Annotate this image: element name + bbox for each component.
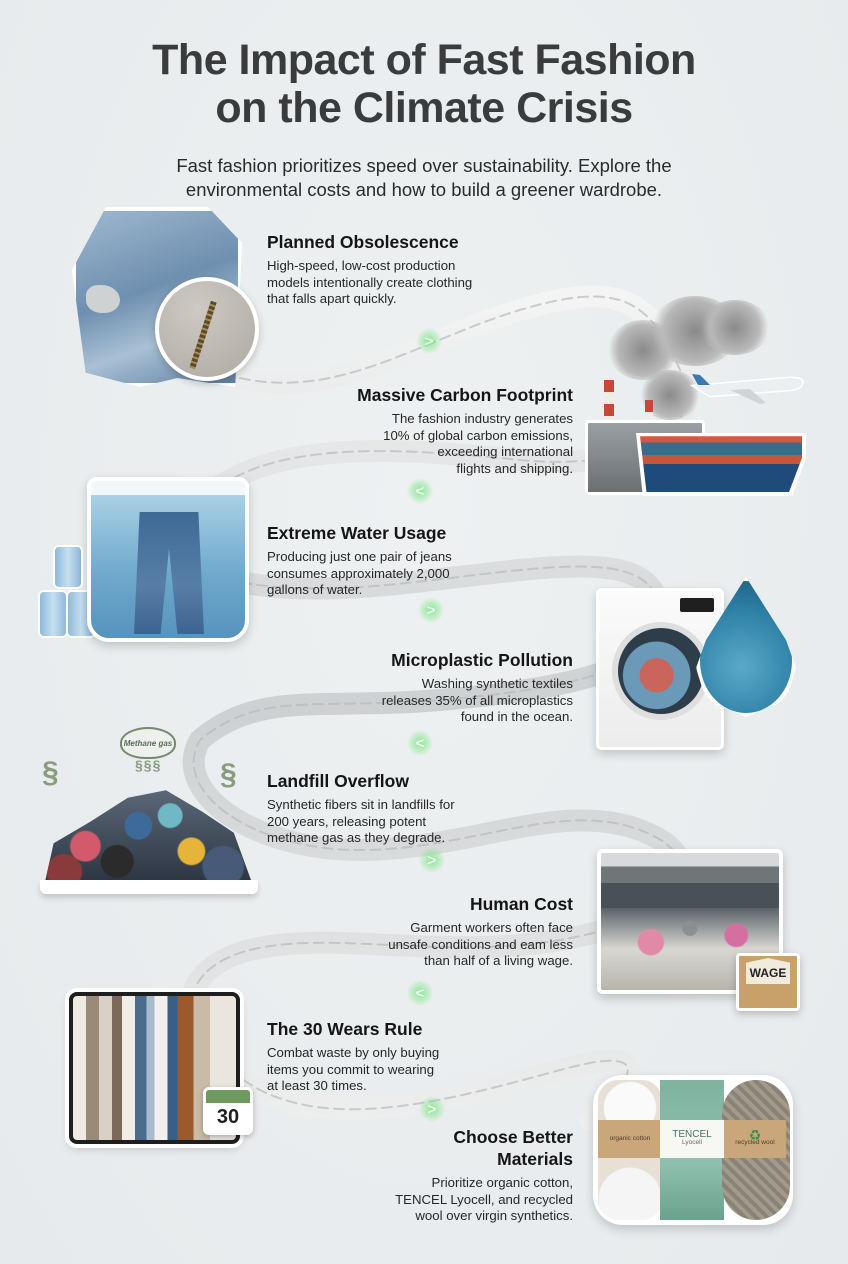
calendar-number: 30 (216, 1106, 240, 1128)
step-body: The fashion industry generates 10% of gl… (383, 411, 573, 476)
airplane-icon (690, 374, 804, 404)
step-body: Combat waste by only buying items you co… (267, 1045, 440, 1093)
step-water-usage: Extreme Water Usage Producing just one p… (267, 522, 507, 599)
fume-icon: § (42, 756, 59, 789)
water-jug-icon (38, 590, 68, 638)
step-body: Garment workers often face unsafe condit… (388, 920, 573, 968)
step-heading: Landfill Overflow (267, 771, 409, 791)
step-heading: Massive Carbon Footprint (357, 385, 573, 405)
step-heading: Choose Better Materials (453, 1127, 573, 1169)
step-heading: Human Cost (469, 894, 573, 914)
flow-arrow-right-icon: > (418, 597, 444, 623)
step-landfill-overflow: Landfill Overflow Synthetic fibers sit i… (267, 770, 507, 847)
step-body: Synthetic fibers sit in landfills for 20… (267, 797, 455, 845)
flow-arrow-right-icon: > (419, 1096, 445, 1122)
calendar-icon: 30 (203, 1087, 253, 1135)
flow-arrow-left-icon: < (407, 478, 433, 504)
step-body: High-speed, low-cost production models i… (267, 258, 473, 306)
step-carbon-footprint: Massive Carbon Footprint The fashion ind… (330, 384, 573, 477)
step-heading: Microplastic Pollution (391, 650, 573, 670)
step-human-cost: Human Cost Garment workers often face un… (330, 893, 573, 970)
organic-cotton-label: organic cotton (598, 1120, 662, 1158)
washer-drum-icon (612, 622, 710, 720)
calendar-header (206, 1090, 250, 1103)
step-body: Prioritize organic cotton, TENCEL Lyocel… (395, 1175, 573, 1223)
methane-gas-cloud-icon: Methane gas (120, 727, 176, 759)
step-microplastic-pollution: Microplastic Pollution Washing synthetic… (330, 649, 573, 726)
washer-display (680, 598, 714, 612)
step-planned-obsolescence: Planned Obsolescence High-speed, low-cos… (267, 231, 507, 308)
step-body: Producing just one pair of jeans consume… (267, 549, 452, 597)
tencel-label: TENCEL Lyocell (660, 1120, 724, 1158)
step-heading: Extreme Water Usage (267, 523, 447, 543)
jacket-tear-detail (86, 285, 120, 313)
flow-arrow-right-icon: > (419, 847, 445, 873)
container-ship-icon (640, 436, 802, 492)
flow-arrow-left-icon: < (407, 730, 433, 756)
page-title: The Impact of Fast Fashion on the Climat… (152, 36, 696, 132)
recycled-wool-label: ♻ recycled wool (724, 1120, 786, 1158)
water-jug-icon (53, 545, 83, 589)
step-better-materials: Choose Better Materials Prioritize organ… (330, 1126, 573, 1225)
fume-icon: § (220, 758, 237, 791)
water-tank-icon (87, 477, 249, 642)
page-subtitle: Fast fashion prioritizes speed over sust… (176, 155, 672, 200)
clothing-landfill-pile-icon (43, 790, 255, 891)
clothing-rack-icon (69, 992, 240, 1144)
recycle-icon: ♻ (748, 1127, 762, 1143)
landfill-base (40, 880, 258, 894)
smoke-cloud-icon (700, 300, 770, 355)
step-heading: The 30 Wears Rule (267, 1019, 423, 1039)
fume-icon: §§§ (135, 757, 162, 773)
step-heading: Planned Obsolescence (267, 232, 459, 252)
step-body: Washing synthetic textiles releases 35% … (381, 676, 573, 724)
flow-arrow-left-icon: < (407, 980, 433, 1006)
step-30-wears-rule: The 30 Wears Rule Combat waste by only b… (267, 1018, 507, 1095)
wage-letter: WAGE (746, 958, 790, 984)
flow-arrow-right-icon: > (416, 328, 442, 354)
header: The Impact of Fast Fashion on the Climat… (0, 36, 848, 202)
